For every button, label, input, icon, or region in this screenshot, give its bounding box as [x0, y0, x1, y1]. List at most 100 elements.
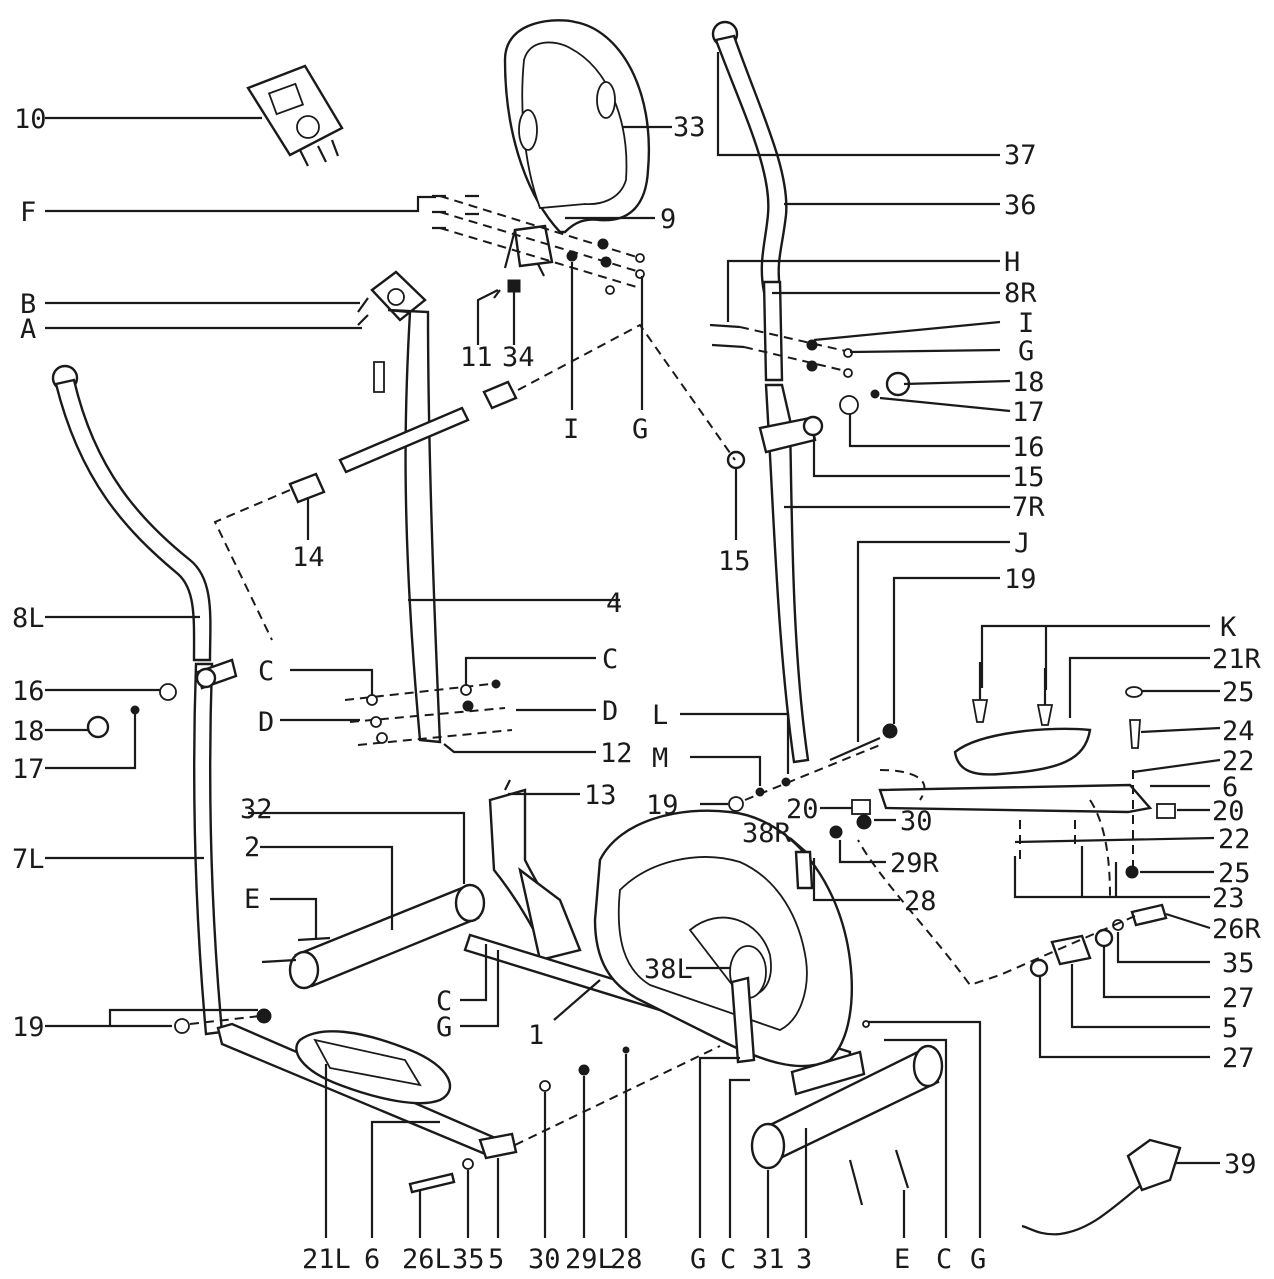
- callout-5-bottom: 5: [488, 1244, 504, 1275]
- console-part: [246, 64, 344, 167]
- callout-g-frame: G: [436, 1012, 452, 1043]
- callout-20-right: 20: [1212, 796, 1245, 827]
- callout-1: 1: [528, 1020, 544, 1051]
- callout-6-right: 6: [1222, 772, 1238, 803]
- callout-21l: 21L: [302, 1244, 351, 1275]
- handlebar-loop-part: [503, 19, 651, 234]
- callout-5-right: 5: [1222, 1013, 1238, 1044]
- callout-j: J: [1014, 528, 1030, 559]
- rear-stabilizer-part: [261, 883, 486, 990]
- callout-2: 2: [244, 832, 260, 863]
- callout-38r: 38R: [742, 818, 792, 849]
- right-pedal-part: [851, 662, 1176, 901]
- callout-d-left: D: [258, 707, 274, 738]
- callout-e-left: E: [244, 884, 260, 915]
- front-stabilizer-part: [750, 1044, 944, 1206]
- callout-l: L: [652, 700, 668, 731]
- callout-30-top: 30: [900, 806, 933, 837]
- callout-4: 4: [606, 588, 622, 619]
- callout-35-bottom: 35: [452, 1244, 485, 1275]
- callout-14: 14: [292, 542, 325, 573]
- callout-37: 37: [1004, 140, 1037, 171]
- callout-28-right: 28: [904, 886, 937, 917]
- callout-c-mid: C: [602, 644, 618, 675]
- callout-f: F: [20, 197, 36, 228]
- callout-a: A: [20, 314, 36, 345]
- callout-19-mid: 19: [646, 790, 679, 821]
- callout-20-mid: 20: [786, 794, 819, 825]
- callout-17-left: 17: [12, 754, 45, 785]
- callout-i-top: I: [563, 414, 579, 445]
- callout-m: M: [652, 743, 668, 774]
- leader-lines: [45, 52, 1221, 1238]
- bolt-set-h: [709, 323, 853, 378]
- callout-27-bottom: 27: [1222, 1043, 1255, 1074]
- callout-33: 33: [673, 112, 706, 143]
- left-arm-part: [51, 364, 238, 1036]
- callout-29l: 29L: [565, 1244, 614, 1275]
- callout-12: 12: [600, 738, 633, 769]
- callout-22-bottom: 22: [1218, 824, 1251, 855]
- callout-34: 34: [502, 342, 535, 373]
- callout-19-left: 19: [12, 1012, 45, 1043]
- callout-d-right: D: [602, 696, 618, 727]
- callout-15-mid: 15: [718, 546, 751, 577]
- callout-c-bottom-1: C: [720, 1244, 736, 1275]
- callout-31: 31: [752, 1244, 785, 1275]
- callout-26l: 26L: [402, 1244, 451, 1275]
- callout-c-frame: C: [436, 986, 452, 1017]
- main-frame-part: [463, 779, 872, 1096]
- callout-c-bottom-2: C: [936, 1244, 952, 1275]
- callout-32: 32: [240, 794, 273, 825]
- power-adapter-part: [1021, 1138, 1182, 1236]
- callout-3: 3: [796, 1244, 812, 1275]
- right-lower-arm-part: [726, 371, 911, 764]
- callout-g-right: G: [1018, 336, 1034, 367]
- axle-part: [213, 323, 736, 641]
- callout-6-bottom: 6: [364, 1244, 380, 1275]
- callout-19-right: 19: [1004, 564, 1037, 595]
- callout-c-left: C: [258, 656, 274, 687]
- handlebar-bracket-part: [503, 224, 554, 269]
- callout-i-right: I: [1018, 308, 1034, 339]
- callout-g-top: G: [632, 414, 648, 445]
- callout-18-right: 18: [1012, 367, 1045, 398]
- callout-7l: 7L: [12, 844, 45, 875]
- callout-11: 11: [460, 342, 493, 373]
- callout-39: 39: [1224, 1149, 1257, 1180]
- callout-h: H: [1004, 247, 1020, 278]
- callout-g-bottom-2: G: [970, 1244, 986, 1275]
- callout-18-left: 18: [12, 716, 45, 747]
- callout-24: 24: [1222, 716, 1255, 747]
- callout-25-top: 25: [1222, 677, 1255, 708]
- callout-30-bottom: 30: [528, 1244, 561, 1275]
- callout-e-bottom: E: [894, 1244, 910, 1275]
- callout-23: 23: [1212, 883, 1245, 914]
- callout-27-top: 27: [1222, 983, 1255, 1014]
- callout-38l: 38L: [644, 954, 693, 985]
- callout-7r: 7R: [1012, 492, 1045, 523]
- callout-28-bottom: 28: [610, 1244, 643, 1275]
- bolt-set-26l: [408, 1046, 630, 1194]
- callout-29r: 29R: [890, 848, 940, 879]
- callout-g-bottom: G: [690, 1244, 706, 1275]
- bolt-set-j: [728, 723, 898, 812]
- callout-8r: 8R: [1004, 278, 1037, 309]
- callout-17-right: 17: [1012, 397, 1045, 428]
- callout-b: B: [20, 289, 36, 320]
- column-part: [357, 270, 442, 744]
- callout-13: 13: [584, 780, 617, 811]
- bolt-set-c-d: [344, 679, 513, 746]
- callout-10: 10: [14, 104, 47, 135]
- callout-16-right: 16: [1012, 432, 1045, 463]
- callout-k: K: [1220, 612, 1237, 643]
- callout-25-bottom: 25: [1218, 858, 1251, 889]
- callout-35-right: 35: [1222, 948, 1255, 979]
- callout-26r: 26R: [1212, 914, 1262, 945]
- callout-labels: 10 33 37 36 F 9 H 8R B A 11 34 I G I G 1…: [12, 104, 1262, 1275]
- callout-22-top: 22: [1222, 746, 1255, 777]
- callout-16-left: 16: [12, 676, 45, 707]
- callout-15-right: 15: [1012, 462, 1045, 493]
- callout-21r: 21R: [1212, 644, 1262, 675]
